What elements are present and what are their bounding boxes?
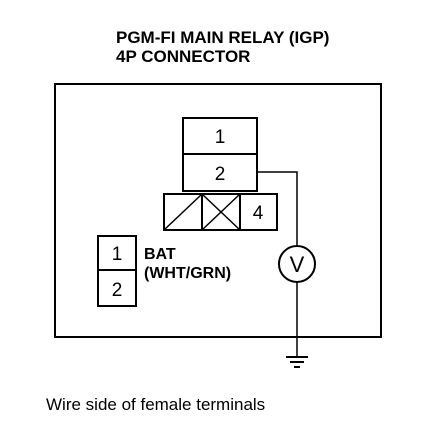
diagram-caption: Wire side of female terminals xyxy=(46,395,265,414)
blank-cavity-middle-mark-b xyxy=(201,193,241,231)
connector-housing-outline xyxy=(54,83,382,338)
bat-terminal-2-label: 2 xyxy=(112,280,123,301)
bat-label: BAT xyxy=(144,246,176,263)
terminal-1-label: 1 xyxy=(215,127,226,148)
blank-cavity-left-mark xyxy=(163,193,203,231)
bat-terminal-1-label: 1 xyxy=(112,244,123,265)
bat-connector: 1 2 xyxy=(97,235,137,307)
voltmeter-symbol: V xyxy=(290,252,305,277)
voltmeter-icon: V xyxy=(278,245,316,283)
ground-icon xyxy=(286,356,308,368)
bat-terminal-2-cell xyxy=(97,269,137,307)
terminal-4-cell xyxy=(239,193,278,231)
probe-wire-positive xyxy=(257,171,298,246)
diagram-title-line1: PGM-FI MAIN RELAY (IGP) xyxy=(116,28,329,47)
terminal-4-label: 4 xyxy=(253,203,264,224)
main-relay-connector: 1 2 4 xyxy=(163,117,278,231)
bat-wire-color-label: (WHT/GRN) xyxy=(144,265,231,282)
terminal-2-label: 2 xyxy=(215,164,226,185)
diagram-title-line2: 4P CONNECTOR xyxy=(116,47,250,66)
